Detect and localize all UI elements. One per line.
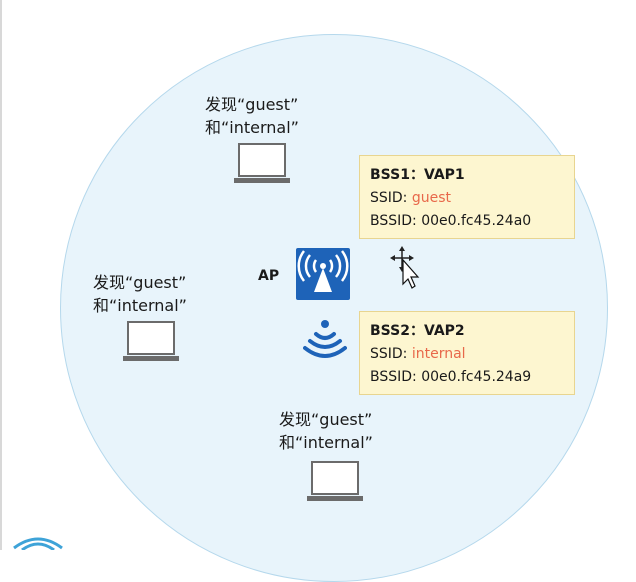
bssid-label: BSSID:: [370, 213, 422, 229]
client-and-text: 和“internal”: [279, 433, 373, 452]
client-discover-text: 发现“guest”: [205, 95, 299, 114]
ssid-value: internal: [411, 346, 466, 362]
client-label-bottom: 发现“guest” 和“internal”: [279, 408, 373, 454]
ssid-label: SSID:: [370, 346, 412, 362]
bss-title: BSS1：VAP1: [370, 167, 465, 183]
bssid-row: BSSID: 00e0.fc45.24a0: [370, 210, 564, 233]
bss-title: BSS2：VAP2: [370, 323, 465, 339]
laptop-icon: [122, 320, 180, 366]
ssid-row: SSID: internal: [370, 343, 564, 366]
laptop-icon: [306, 460, 364, 506]
bssid-row: BSSID: 00e0.fc45.24a9: [370, 366, 564, 389]
bss-info-box: BSS1：VAP1 SSID: guest BSSID: 00e0.fc45.2…: [359, 155, 575, 239]
client-discover-text: 发现“guest”: [279, 410, 373, 429]
client-label-top: 发现“guest” 和“internal”: [205, 93, 299, 139]
wifi-signal-icon: [303, 316, 347, 362]
client-label-left: 发现“guest” 和“internal”: [93, 271, 187, 317]
laptop-icon: [233, 142, 291, 188]
client-discover-text: 发现“guest”: [93, 273, 187, 292]
wireless-ap-icon: [296, 248, 350, 300]
move-cursor-icon: [390, 246, 420, 290]
ssid-value: guest: [411, 190, 452, 206]
bssid-label: BSSID:: [370, 369, 422, 385]
logo-fragment: [12, 534, 64, 552]
ssid-row: SSID: guest: [370, 187, 564, 210]
client-and-text: 和“internal”: [93, 296, 187, 315]
window-left-edge: [0, 0, 2, 550]
bss-info-box: BSS2：VAP2 SSID: internal BSSID: 00e0.fc4…: [359, 311, 575, 395]
bssid-value: 00e0.fc45.24a0: [421, 213, 532, 229]
client-and-text: 和“internal”: [205, 118, 299, 137]
ssid-label: SSID:: [370, 190, 412, 206]
bssid-value: 00e0.fc45.24a9: [421, 369, 532, 385]
ap-label: AP: [258, 268, 280, 284]
